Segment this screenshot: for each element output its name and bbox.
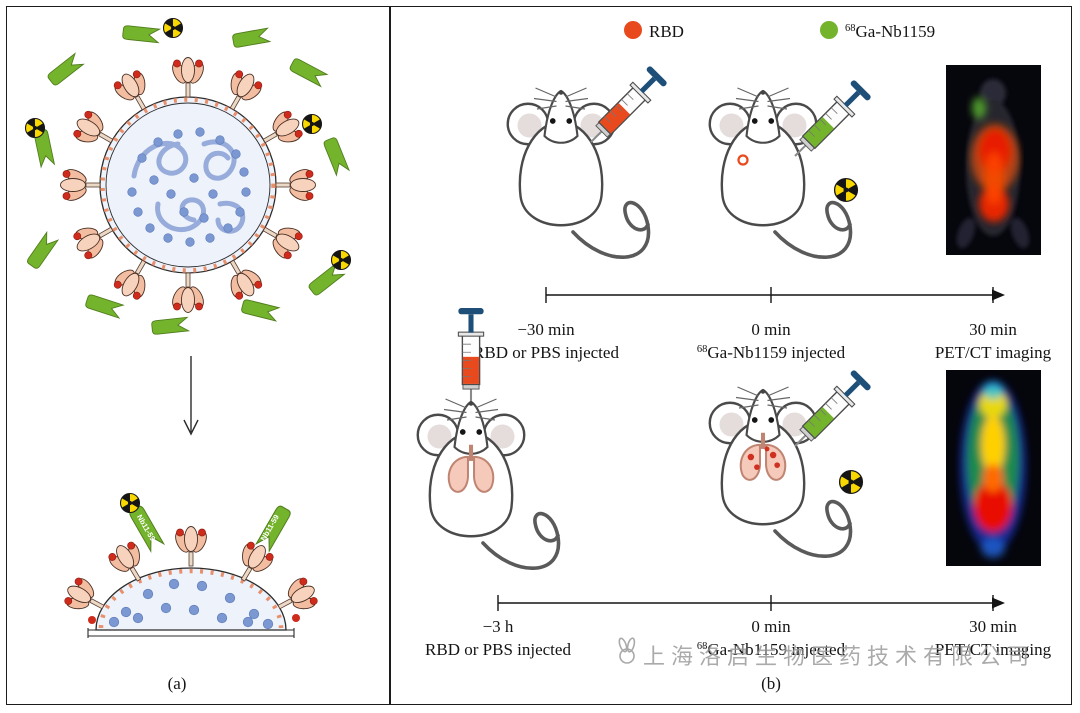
panel-a-label: (a): [168, 674, 187, 693]
timeline-bottom-event2: 68Ga-Nb1159 injected: [697, 640, 846, 659]
syringe-rbd-intranasal-icon: [457, 306, 485, 406]
panel-divider: [389, 6, 391, 705]
timeline-arrowhead: [992, 597, 1005, 609]
timeline-top-event2-text: Ga-Nb1159 injected: [707, 343, 845, 362]
timeline-bottom-event3: PET/CT imaging: [935, 640, 1052, 659]
timeline-top-time1: −30 min: [517, 320, 575, 339]
timeline-bottom: [497, 595, 1005, 611]
timeline-bottom-time2: 0 min: [751, 617, 791, 636]
timeline-top-time2: 0 min: [751, 320, 791, 339]
timeline-top-event2: 68Ga-Nb1159 injected: [697, 343, 846, 362]
legend-ga-dot-icon: [820, 21, 838, 39]
legend-ga-name: Ga-Nb1159: [856, 22, 936, 41]
pet-ct-image-top: [946, 65, 1041, 255]
membrane-protein-ring: [100, 97, 276, 273]
panel-a: Nb11-59 Nb11-59 (a): [8, 8, 388, 705]
bound-nanobody-right: Nb11-59: [255, 504, 293, 552]
radioactivity-icon: [833, 176, 859, 204]
virus-particle: [60, 57, 316, 313]
legend: RBD 68Ga-Nb1159: [624, 21, 935, 41]
legend-ga-label: 68Ga-Nb1159: [845, 22, 935, 41]
timeline-top: [545, 287, 1005, 303]
panel-b: RBD 68Ga-Nb1159: [391, 8, 1070, 705]
free-rbd-dot: [88, 616, 96, 624]
watermark-logo-icon: [618, 637, 636, 664]
legend-rbd-dot-icon: [624, 21, 642, 39]
down-arrow: [183, 356, 199, 436]
free-rbd-dot: [292, 614, 300, 622]
timeline-top-event3: PET/CT imaging: [935, 343, 1052, 362]
timeline-top-event1: RBD or PBS injected: [473, 343, 619, 362]
radioactivity-icon: [838, 468, 864, 496]
panel-b-illustration: RBD 68Ga-Nb1159: [415, 21, 1052, 693]
timeline-bottom-time1: −3 h: [483, 617, 514, 636]
watermark-text: 上海洛启生物医药技术有限公司: [643, 645, 1035, 670]
figure-border: [6, 6, 1072, 705]
membrane-dome: Nb11-59 Nb11-59: [59, 491, 323, 638]
timeline-bottom-event1: RBD or PBS injected: [425, 640, 571, 659]
timeline-bottom-event2-sup: 68: [697, 641, 708, 652]
mouse-rbd-intranasal: [415, 397, 561, 571]
timeline-bottom-time3: 30 min: [969, 617, 1017, 636]
timeline-top-time3: 30 min: [969, 320, 1017, 339]
pet-ct-image-bottom: [946, 370, 1041, 566]
panel-a-illustration: Nb11-59 Nb11-59 (a): [24, 16, 352, 693]
bound-nanobody-left: Nb11-59: [119, 491, 165, 552]
nucleoprotein-dots: [127, 127, 251, 247]
dome-nucleoprotein-dots: [108, 578, 274, 630]
timeline-arrowhead: [992, 289, 1005, 301]
panel-b-label: (b): [761, 674, 781, 693]
legend-ga-superscript: 68: [845, 23, 856, 34]
timeline-bottom-event2-text: Ga-Nb1159 injected: [707, 640, 845, 659]
watermark: 上海洛启生物医药技术有限公司: [618, 637, 1035, 670]
legend-rbd-label: RBD: [649, 22, 684, 41]
injection-site-marker: [737, 154, 749, 166]
timeline-top-event2-sup: 68: [697, 344, 708, 355]
